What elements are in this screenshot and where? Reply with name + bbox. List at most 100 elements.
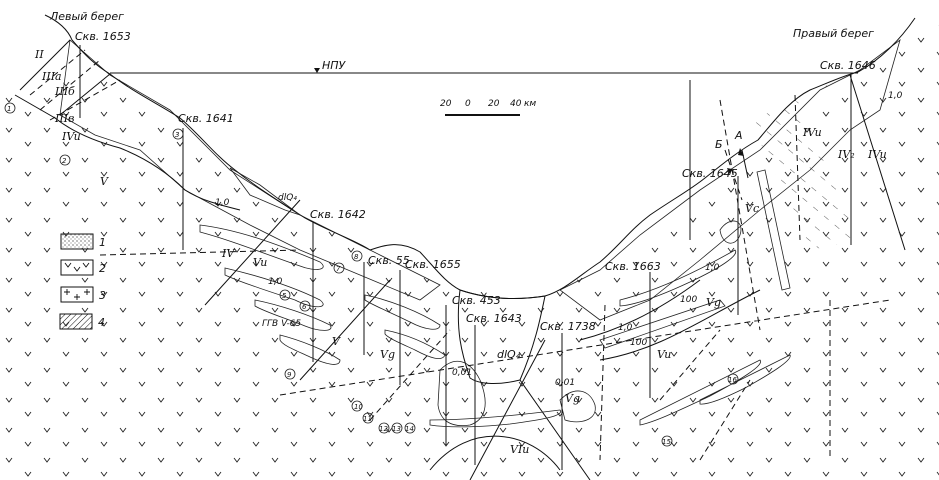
svg-text:16: 16 [728, 376, 737, 384]
deluvium-center [457, 289, 546, 384]
marker: 1 [4, 102, 16, 114]
svg-text:dlQ₄: dlQ₄ [497, 348, 521, 361]
borehole-1663: Скв. 1663 [605, 260, 661, 398]
svg-text:1,0: 1,0 [888, 91, 903, 101]
svg-text:0,01: 0,01 [452, 368, 472, 378]
hatched-dyke [756, 169, 791, 291]
legend: 1 2 3 4 [59, 233, 106, 330]
svg-text:3: 3 [175, 131, 179, 139]
svg-text:100: 100 [680, 295, 697, 305]
granite-zone-left [59, 39, 441, 301]
fault-arrows: А Б [715, 129, 749, 201]
svg-text:12: 12 [379, 425, 388, 433]
svg-text:V: V [100, 175, 109, 188]
borehole-1645: Скв. 1645 [682, 167, 739, 315]
zone-boundaries [14, 39, 906, 480]
svg-text:1,0: 1,0 [268, 277, 283, 287]
marker: 2 [59, 154, 71, 166]
svg-text:Скв. 1655: Скв. 1655 [405, 258, 461, 271]
svg-text:8: 8 [354, 253, 359, 261]
svg-text:1,0: 1,0 [618, 323, 633, 333]
svg-text:Скв. 1642: Скв. 1642 [310, 208, 366, 221]
svg-text:IVu: IVu [61, 130, 81, 143]
svg-text:IV: IV [221, 247, 235, 260]
svg-text:4: 4 [98, 316, 105, 329]
borehole-1646: Скв. 1646 [820, 59, 876, 245]
legend-item-volcanic: 2 [60, 259, 106, 276]
sand-lens-1 [437, 360, 486, 427]
svg-text:1,0: 1,0 [215, 198, 230, 208]
svg-text:14: 14 [405, 425, 414, 433]
scale-tick-label: 0 [465, 99, 471, 109]
svg-text:Скв. 1643: Скв. 1643 [466, 312, 522, 325]
svg-text:Б: Б [715, 138, 723, 151]
right-bank-label: Правый берег [793, 27, 874, 40]
svg-text:2: 2 [62, 157, 67, 165]
svg-text:dlQ₄: dlQ₄ [278, 193, 297, 203]
annotations: dlQ₄ dlQ₄ ГГВ V-65 1,0 1,0 1,0 1,0 1,0 0… [215, 91, 903, 388]
borehole-453: Скв. 453 [445, 294, 501, 445]
legend-item-sand: 1 [60, 233, 106, 250]
svg-text:IVu: IVu [802, 126, 822, 139]
scale-tick-label: 20 [488, 99, 500, 109]
volcanic-rock-mass [0, 25, 939, 480]
lens-outlines [199, 220, 791, 428]
svg-text:9: 9 [287, 371, 292, 379]
marker: 15 [661, 435, 673, 447]
svg-text:Vс: Vс [745, 202, 759, 215]
marker: 6 [299, 300, 311, 312]
circled-markers: 1 2 3 5 6 7 8 9 10 11 12 13 14 15 16 [4, 102, 739, 447]
water-level-marker-icon [314, 68, 320, 73]
borehole-1643: Скв. 1643 [466, 312, 522, 465]
borehole-1655: Скв. 1655 [399, 258, 461, 385]
svg-text:0,01: 0,01 [555, 378, 575, 388]
svg-text:15: 15 [662, 438, 671, 446]
marker: 11 [362, 412, 374, 424]
marker: 3 [172, 128, 184, 140]
svg-text:5: 5 [282, 292, 287, 300]
svg-text:2: 2 [99, 262, 106, 275]
legend-item-hatched: 4 [59, 313, 105, 330]
borehole-1653: Скв. 1653 [75, 30, 131, 118]
svg-text:IIIб: IIIб [54, 85, 75, 98]
legend-item-granite: 3 [60, 286, 106, 303]
svg-text:7: 7 [336, 265, 341, 273]
marker: 5 [279, 289, 291, 301]
svg-text:IVu: IVu [867, 148, 887, 161]
svg-text:Скв. 1663: Скв. 1663 [605, 260, 661, 273]
scale-tick-label: 20 [440, 99, 452, 109]
svg-text:VIu: VIu [510, 443, 529, 456]
svg-text:Vu: Vu [253, 256, 267, 269]
svg-text:V: V [332, 335, 341, 348]
svg-text:ГГВ V-65: ГГВ V-65 [262, 319, 301, 329]
svg-text:II: II [34, 48, 44, 61]
svg-text:Скв. 453: Скв. 453 [452, 294, 501, 307]
borehole-1641: Скв. 1641 [178, 112, 234, 250]
fractured-zone-right [750, 100, 860, 250]
marker: 7 [333, 262, 345, 274]
marker: 10 [351, 400, 363, 412]
svg-text:IIIа: IIIа [41, 70, 62, 83]
dashed-boundaries [29, 49, 891, 461]
zone-labels: II IIIа IIIб IIIв IVu V IV Vu V Vg Vg Vg… [34, 48, 887, 456]
svg-text:Скв. 1646: Скв. 1646 [820, 59, 876, 72]
marker: 16 [727, 373, 739, 385]
svg-text:6: 6 [302, 303, 307, 311]
svg-text:3: 3 [99, 289, 106, 302]
svg-text:Vu: Vu [657, 348, 671, 361]
marker: 12 [378, 422, 390, 434]
borehole-1642: Скв. 1642 [310, 208, 366, 362]
water-level-label: НПУ [322, 59, 347, 72]
scale-tick-label: 40 [510, 99, 522, 109]
svg-text:Скв. 1645: Скв. 1645 [682, 167, 738, 180]
svg-text:100: 100 [630, 338, 647, 348]
svg-text:Vg: Vg [706, 296, 721, 309]
svg-text:11: 11 [363, 415, 372, 423]
marker: 9 [284, 368, 296, 380]
svg-text:Скв. 55: Скв. 55 [368, 254, 410, 267]
deluvium-left [229, 167, 301, 216]
svg-text:10: 10 [354, 403, 363, 411]
svg-text:13: 13 [392, 425, 401, 433]
left-bank-label: Левый берег [49, 10, 124, 23]
